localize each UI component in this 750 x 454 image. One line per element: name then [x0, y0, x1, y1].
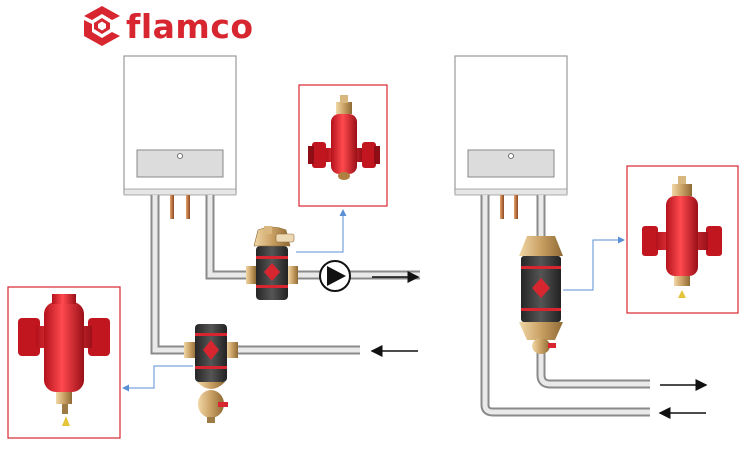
flamco-logo-icon [84, 6, 120, 46]
callout-combined-separator [626, 165, 739, 314]
callout-air-separator [298, 84, 388, 207]
combined-separator-right-icon [519, 236, 563, 354]
air-separator-left-icon [246, 226, 298, 300]
dirt-separator-left-icon [184, 324, 238, 423]
brand-wordmark: flamco [126, 6, 254, 46]
callout-dirt-separator [7, 286, 121, 439]
leader-lines [122, 209, 625, 392]
brand-logo: flamco [84, 6, 254, 46]
circulation-pump-icon [319, 260, 351, 292]
boiler-right [454, 55, 568, 219]
boiler-right-panel [467, 149, 555, 178]
pipes-right [480, 195, 650, 417]
flow-arrows [370, 271, 708, 419]
boiler-left [123, 55, 237, 219]
